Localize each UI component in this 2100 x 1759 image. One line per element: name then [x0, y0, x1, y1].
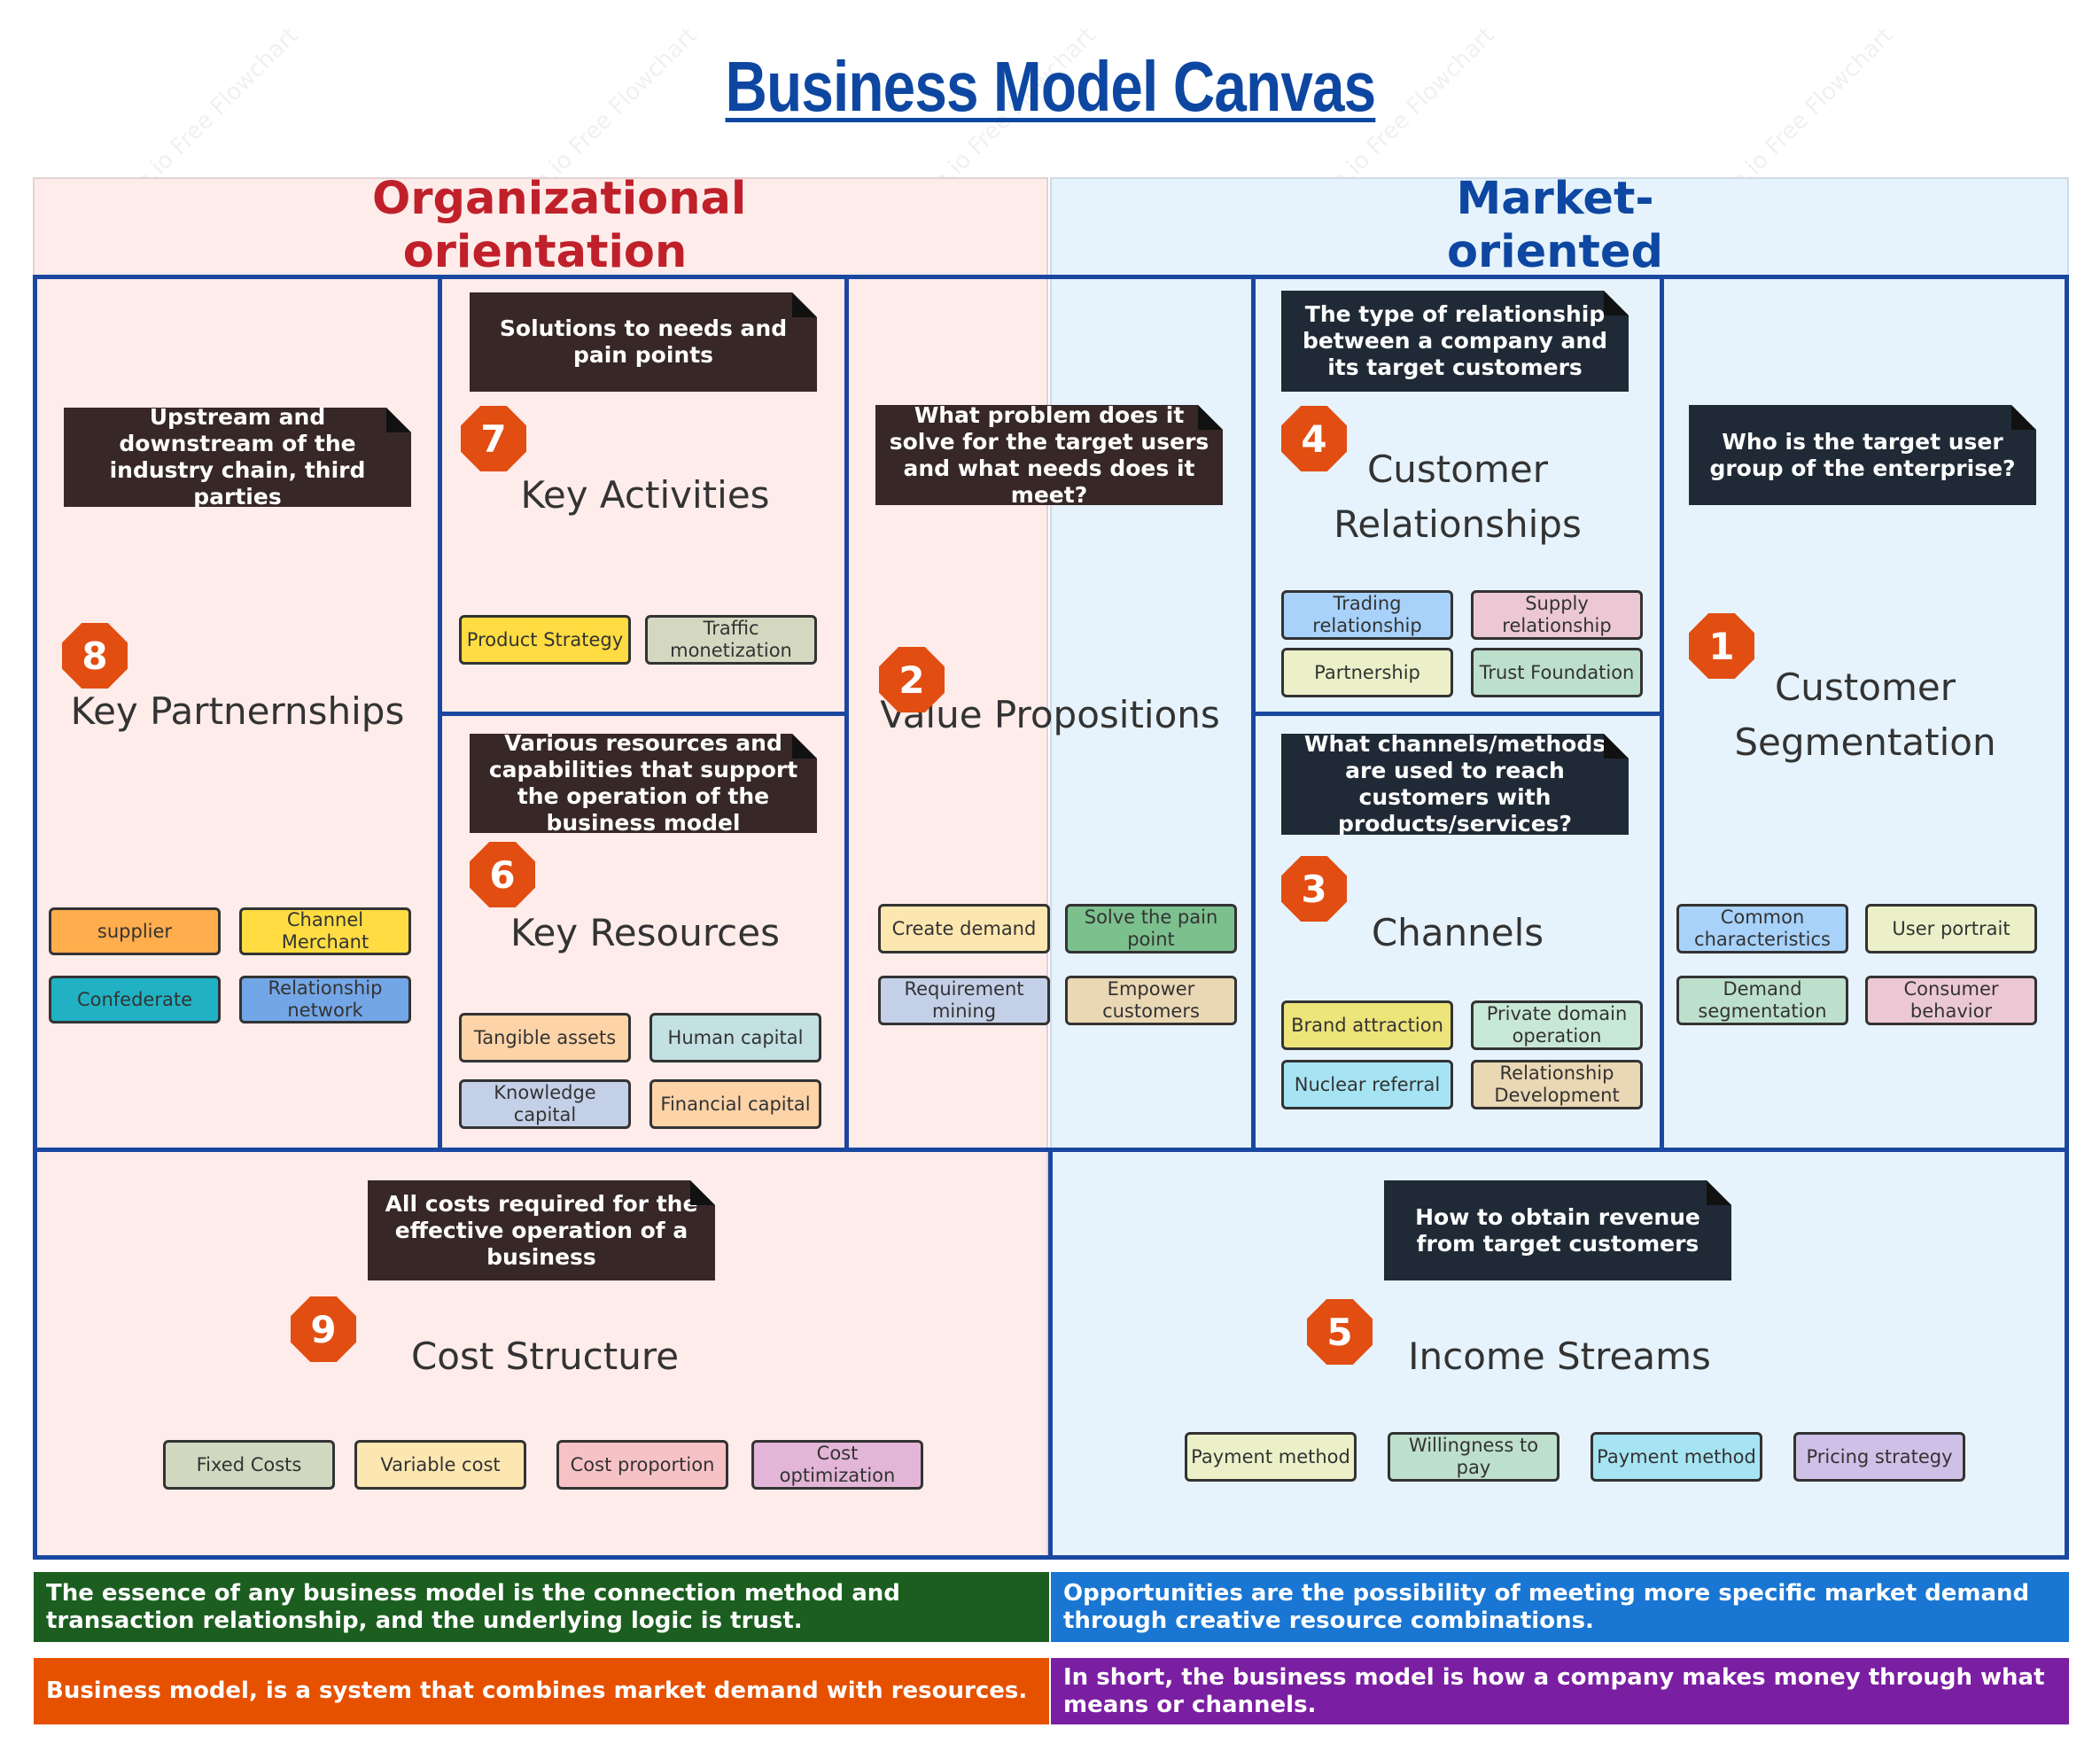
tag-nuclear-referral: Nuclear referral	[1281, 1060, 1453, 1109]
footer-purple-band: In short, the business model is how a co…	[1051, 1658, 2069, 1724]
income-streams-block	[1048, 1148, 2069, 1560]
number-badge-7: 7	[461, 406, 526, 471]
tag-variable-cost: Variable cost	[354, 1440, 526, 1490]
tag-willingness-to-pay: Willingness to pay	[1388, 1432, 1559, 1482]
tag-user-portrait: User portrait	[1865, 904, 2037, 953]
tag-empower-customers: Empower customers	[1065, 976, 1237, 1025]
footer-orange-band: Business model, is a system that combine…	[34, 1658, 1049, 1724]
tag-consumer-behavior: Consumer behavior	[1865, 976, 2037, 1025]
number-badge-8: 8	[62, 623, 128, 689]
channels-note: What channels/methods are used to reach …	[1281, 734, 1629, 835]
customer-segmentation-note: Who is the target user group of the ente…	[1689, 405, 2036, 505]
key-resources-label: Key Resources	[510, 911, 780, 954]
tag-payment-method: Payment method	[1185, 1432, 1357, 1482]
channels-label: Channels	[1371, 911, 1544, 954]
tag-fixed-costs: Fixed Costs	[163, 1440, 335, 1490]
footer-green-band: The essence of any business model is the…	[34, 1572, 1049, 1642]
tag-supplier: supplier	[49, 907, 221, 955]
tag-partnership: Partnership	[1281, 648, 1453, 697]
income-streams-note: How to obtain revenue from target custom…	[1384, 1180, 1731, 1280]
tag-private-domain-operation: Private domain operation	[1471, 1000, 1643, 1050]
tag-solve-the-pain-point: Solve the pain point	[1065, 904, 1237, 953]
tag-pricing-strategy: Pricing strategy	[1793, 1432, 1965, 1482]
number-badge-5: 5	[1307, 1299, 1373, 1365]
tag-relationship-network: Relationship network	[239, 976, 411, 1023]
tag-human-capital: Human capital	[649, 1013, 821, 1062]
tag-financial-capital: Financial capital	[649, 1079, 821, 1129]
tag-payment-method: Payment method	[1591, 1432, 1762, 1482]
number-badge-1: 1	[1689, 613, 1754, 679]
tag-brand-attraction: Brand attraction	[1281, 1000, 1453, 1050]
number-badge-3: 3	[1281, 856, 1347, 922]
tag-trust-foundation: Trust Foundation	[1471, 648, 1643, 697]
number-badge-4: 4	[1281, 406, 1347, 471]
tag-cost-proportion: Cost proportion	[556, 1440, 728, 1490]
tag-tangible-assets: Tangible assets	[459, 1013, 631, 1062]
tag-product-strategy: Product Strategy	[459, 615, 631, 665]
tag-relationship-development: Relationship Development	[1471, 1060, 1643, 1109]
key-resources-note: Various resources and capabilities that …	[470, 734, 817, 833]
income-streams-label: Income Streams	[1408, 1335, 1711, 1378]
key-activities-note: Solutions to needs and pain points	[470, 292, 817, 392]
tag-cost-optimization: Cost optimization	[751, 1440, 923, 1490]
tag-channel-merchant: Channel Merchant	[239, 907, 411, 955]
customer-segmentation-label: Customer Segmentation	[1734, 665, 1996, 764]
number-badge-2: 2	[879, 647, 945, 712]
organizational-heading: Organizational orientation	[372, 173, 747, 278]
tag-common-characteristics: Common characteristics	[1676, 904, 1848, 953]
page-title: Business Model Canvas	[725, 47, 1376, 126]
footer-blue-band: Opportunities are the possibility of mee…	[1051, 1572, 2069, 1642]
cost-structure-label: Cost Structure	[410, 1335, 680, 1378]
tag-requirement-mining: Requirement mining	[878, 976, 1050, 1025]
customer-relationships-label: Customer Relationships	[1334, 448, 1582, 546]
value-propositions-note: What problem does it solve for the targe…	[875, 405, 1223, 505]
number-badge-9: 9	[291, 1296, 356, 1362]
market-heading: Market-oriented	[1446, 173, 1664, 278]
customer-relationships-note: The type of relationship between a compa…	[1281, 291, 1629, 392]
key-partnerships-label: Key Partnernships	[70, 689, 405, 733]
tag-supply-relationship: Supply relationship	[1471, 590, 1643, 640]
tag-demand-segmentation: Demand segmentation	[1676, 976, 1848, 1025]
tag-knowledge-capital: Knowledge capital	[459, 1079, 631, 1129]
tag-confederate: Confederate	[49, 976, 221, 1023]
key-activities-label: Key Activities	[520, 473, 770, 517]
tag-create-demand: Create demand	[878, 904, 1050, 953]
key-partnerships-note: Upstream and downstream of the industry …	[64, 408, 411, 507]
cost-structure-note: All costs required for the effective ope…	[368, 1180, 715, 1280]
tag-trading-relationship: Trading relationship	[1281, 590, 1453, 640]
tag-traffic-monetization: Traffic monetization	[645, 615, 817, 665]
number-badge-6: 6	[470, 842, 535, 907]
